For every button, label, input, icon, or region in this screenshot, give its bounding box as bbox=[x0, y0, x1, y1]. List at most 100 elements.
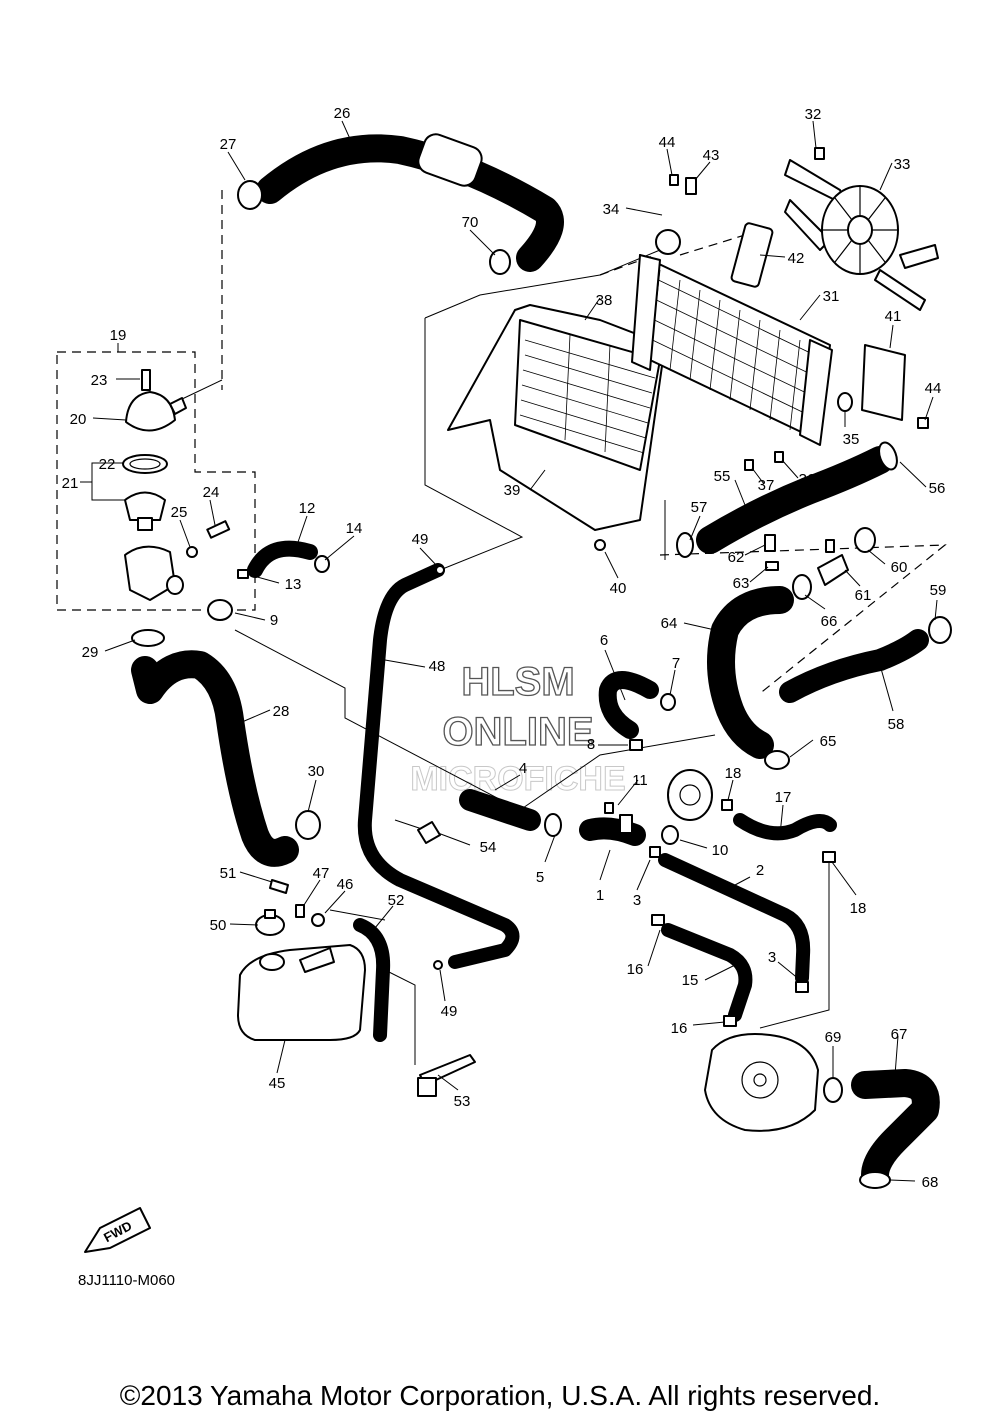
hose-28 bbox=[131, 599, 321, 867]
hose-67 bbox=[851, 1069, 940, 1189]
callout-25: 25 bbox=[171, 504, 188, 521]
pipe-fitting bbox=[825, 539, 835, 553]
hose-52 bbox=[353, 918, 391, 1042]
clamp-59 bbox=[928, 616, 952, 644]
hose-17 bbox=[733, 813, 837, 863]
clamp-68 bbox=[859, 1171, 891, 1189]
callout-66: 66 bbox=[821, 613, 838, 630]
clamp-70 bbox=[489, 249, 511, 275]
clamp-65 bbox=[764, 750, 790, 770]
hose-12 bbox=[237, 540, 330, 579]
callout-55: 55 bbox=[714, 468, 731, 485]
watermark: HLSM ONLINE MICROFICHE bbox=[410, 659, 626, 798]
callout-36: 36 bbox=[799, 471, 816, 488]
callout-11: 11 bbox=[632, 772, 648, 789]
callout-65: 65 bbox=[820, 733, 837, 750]
callout-8: 8 bbox=[587, 736, 595, 753]
callout-27: 27 bbox=[220, 136, 237, 153]
oring-10 bbox=[661, 825, 679, 845]
callout-7: 7 bbox=[672, 655, 680, 672]
pump-cover bbox=[667, 769, 733, 821]
thermostat-21 bbox=[124, 491, 166, 521]
hose-sleeve-26 bbox=[417, 133, 483, 187]
callout-30: 30 bbox=[308, 763, 325, 780]
hose-9-line bbox=[234, 629, 521, 811]
clip-54 bbox=[417, 821, 441, 844]
callout-leaders bbox=[80, 120, 938, 1182]
callout-16: 16 bbox=[627, 961, 644, 978]
reservoir-cap-line bbox=[329, 909, 386, 921]
callout-6: 6 bbox=[600, 632, 608, 649]
callout-16: 16 bbox=[671, 1020, 688, 1037]
pipe-62 bbox=[764, 534, 776, 552]
copyright-notice: ©2013 Yamaha Motor Corporation, U.S.A. A… bbox=[119, 1380, 881, 1411]
callout-12: 12 bbox=[299, 500, 316, 517]
callout-59: 59 bbox=[930, 582, 947, 599]
callout-44: 44 bbox=[925, 380, 942, 397]
callout-45: 45 bbox=[269, 1075, 286, 1092]
bolt-37 bbox=[744, 459, 754, 471]
bolt-23 bbox=[141, 369, 151, 391]
water-pump-body bbox=[704, 1033, 819, 1132]
radiator-31 bbox=[631, 174, 929, 471]
thermostat-to-hose-line bbox=[179, 379, 223, 401]
bolt-32 bbox=[814, 147, 825, 160]
band-lock bbox=[417, 1077, 437, 1097]
clamp-57 bbox=[676, 532, 694, 558]
callout-60: 60 bbox=[891, 559, 908, 576]
radiator-outline-line bbox=[424, 318, 524, 571]
radiator-shroud bbox=[447, 304, 666, 551]
callout-32: 32 bbox=[805, 106, 822, 123]
bolt-11 bbox=[604, 802, 614, 814]
callout-17: 17 bbox=[775, 789, 792, 806]
callout-57: 57 bbox=[691, 499, 708, 516]
shroud-slats bbox=[519, 334, 656, 454]
callout-33: 33 bbox=[894, 156, 911, 173]
bracket-43 bbox=[685, 177, 697, 195]
gasket-inner bbox=[129, 458, 161, 470]
hose-2 bbox=[658, 853, 811, 993]
clamp-13 bbox=[237, 569, 249, 579]
radiator-left-tank bbox=[631, 254, 661, 371]
callout-64: 64 bbox=[661, 615, 678, 632]
bolt-40 bbox=[594, 539, 606, 551]
collar-46 bbox=[311, 913, 325, 927]
callout-24: 24 bbox=[203, 484, 220, 501]
callout-4: 4 bbox=[519, 760, 527, 777]
callout-29: 29 bbox=[82, 644, 99, 661]
clamp-16-upper bbox=[651, 914, 665, 926]
watermark-line1: HLSM bbox=[461, 660, 574, 704]
callout-2: 2 bbox=[756, 862, 764, 879]
clamp-56 bbox=[878, 441, 898, 471]
pump-cover-body bbox=[667, 769, 713, 821]
radiator-hose-55 bbox=[676, 441, 898, 558]
callout-21: 21 bbox=[62, 475, 79, 492]
callout-18: 18 bbox=[725, 765, 742, 782]
callout-50: 50 bbox=[210, 917, 227, 934]
callout-23: 23 bbox=[91, 372, 108, 389]
callout-48: 48 bbox=[429, 658, 446, 675]
callout-62: 62 bbox=[728, 549, 745, 566]
clamp-66 bbox=[792, 574, 812, 600]
connection-lines bbox=[179, 249, 830, 1065]
upper-hose-26 bbox=[237, 133, 564, 275]
callout-37: 37 bbox=[758, 477, 775, 494]
callout-53: 53 bbox=[454, 1093, 471, 1110]
callout-14: 14 bbox=[346, 520, 363, 537]
callout-70: 70 bbox=[462, 214, 479, 231]
reservoir-filler bbox=[259, 953, 285, 971]
callout-41: 41 bbox=[885, 308, 902, 325]
clamp-8 bbox=[629, 739, 643, 751]
collar-36 bbox=[774, 451, 784, 463]
fan-arm-right bbox=[899, 244, 939, 269]
callout-61: 61 bbox=[855, 587, 872, 604]
hose-15 bbox=[651, 914, 753, 1027]
hose-6 bbox=[598, 671, 676, 739]
reservoir-line bbox=[384, 969, 416, 1065]
clamp-5 bbox=[544, 813, 562, 837]
hose-51 bbox=[269, 879, 289, 894]
callout-52: 52 bbox=[388, 892, 405, 909]
callout-49: 49 bbox=[412, 531, 429, 548]
callout-49: 49 bbox=[441, 1003, 458, 1020]
callout-39: 39 bbox=[504, 482, 521, 499]
